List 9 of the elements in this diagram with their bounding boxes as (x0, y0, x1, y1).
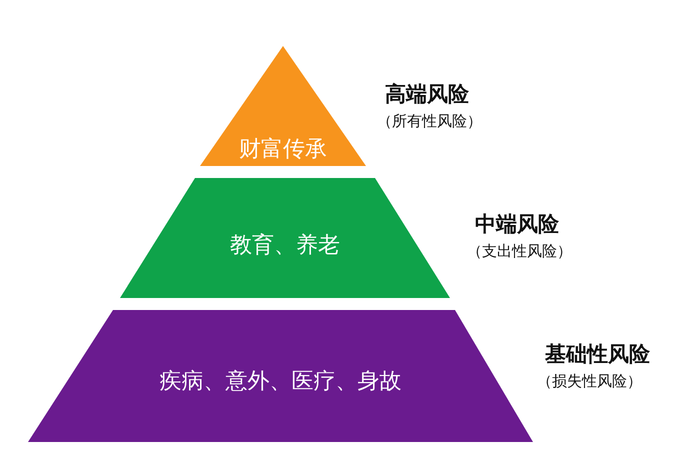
risk-heading: 高端风险 (385, 81, 469, 108)
risk-note: （损失性风险） (537, 372, 642, 391)
risk-heading: 中端风险 (475, 211, 559, 238)
tier-label: 财富传承 (238, 136, 328, 164)
risk-note: （支出性风险） (467, 242, 572, 261)
tier-label: 疾病、意外、医疗、身故 (158, 368, 402, 396)
risk-heading: 基础性风险 (545, 341, 650, 368)
risk-note: （所有性风险） (377, 112, 482, 131)
tier-label: 教育、养老 (229, 232, 341, 260)
